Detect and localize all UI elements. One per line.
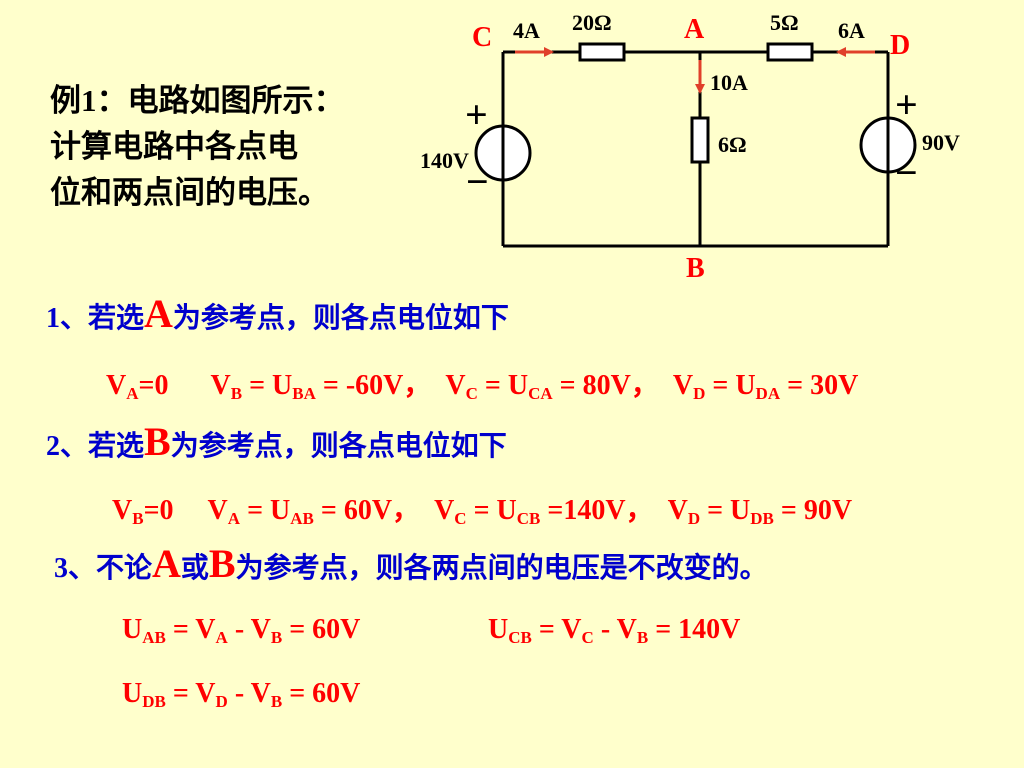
case2-vd: VD = UDB = 90V [667, 495, 853, 528]
problem-statement: 例1：电路如图所示： 计算电路中各点电 位和两点间的电压。 [50, 78, 345, 216]
source-label-140v: 140V [420, 148, 469, 173]
case2-potentials: VB=0 VA = UAB = 60V， VC = UCB =140V， VD = U… [112, 488, 852, 529]
node-label-c: C [472, 22, 492, 53]
current-label-4a: 4A [513, 18, 540, 43]
current-label-10a: 10A [710, 70, 748, 95]
case1-potentials: VA=0 VB = UBA = -60V， VC = UCA = 80V， VD = … [106, 363, 858, 404]
node-label-b: B [686, 253, 705, 284]
case1-heading: 1、若选A为参考点，则各点电位如下 [46, 291, 509, 336]
plus-sign-left: + [465, 92, 488, 137]
resistor-5-ohm [766, 42, 814, 62]
source-label-90v: 90V [922, 130, 960, 155]
minus-sign-right: − [895, 150, 918, 195]
resistor-label-6: 6Ω [718, 132, 747, 157]
intro-line-3: 位和两点间的电压。 [50, 175, 329, 210]
case2-vc: VC = UCB =140V， [434, 495, 654, 528]
case1-vc: VC = UCA = 80V， [445, 370, 659, 403]
case1-va: VA=0 [106, 370, 169, 403]
node-label-a: A [684, 14, 705, 45]
voltage-uab: UAB = VA - VB = 60V [122, 614, 361, 647]
node-label-d: D [890, 30, 910, 61]
resistor-label-20: 20Ω [572, 10, 612, 35]
case1-vd: VD = UDA = 30V [672, 370, 859, 403]
intro-line-1: 例1：电路如图所示： [50, 83, 345, 118]
case3-heading: 3、不论A或B为参考点，则各两点间的电压是不改变的。 [54, 541, 768, 586]
resistor-6-ohm [690, 116, 710, 164]
voltage-udb: UDB = VD - VB = 60V [122, 678, 361, 711]
case1-vb: VB = UBA = -60V， [210, 370, 432, 403]
intro-line-2: 计算电路中各点电 [50, 129, 298, 164]
case2-va: VA = UAB = 60V， [207, 495, 421, 528]
case2-vb: VB=0 [112, 495, 174, 528]
plus-sign-right: + [895, 82, 918, 127]
resistor-20-ohm [578, 42, 626, 62]
circuit-diagram: C A D B 4A 20Ω 5Ω 6A 10A 6Ω 140V 90V + −… [420, 10, 960, 284]
current-label-6a: 6A [838, 18, 865, 43]
resistor-label-5: 5Ω [770, 10, 799, 35]
case2-heading: 2、若选B为参考点，则各点电位如下 [46, 419, 507, 464]
minus-sign-left: − [466, 159, 489, 204]
voltage-ucb: UCB = VC - VB = 140V [488, 614, 741, 647]
